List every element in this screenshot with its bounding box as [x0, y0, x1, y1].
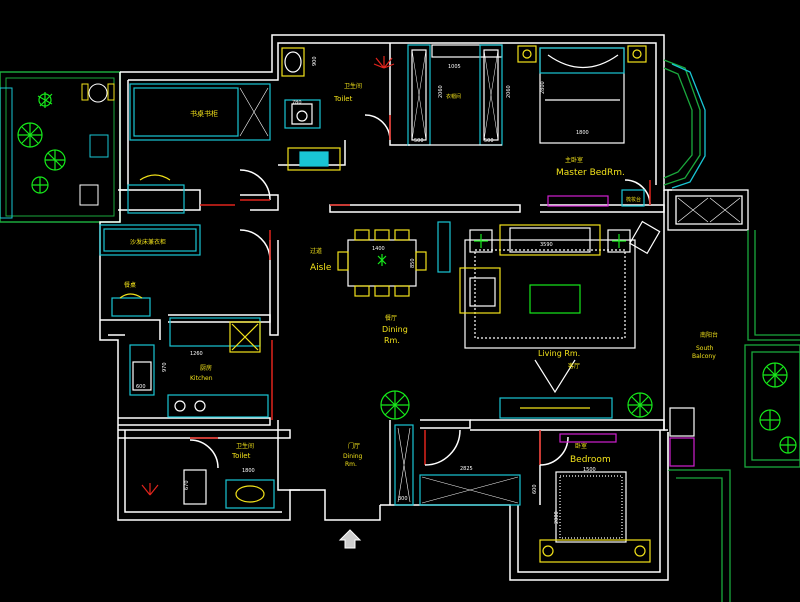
study-annotation: 书桌书柜 — [190, 109, 218, 118]
dim-850: 850 — [410, 258, 416, 268]
toilet-bottom-cn-label: 卫生间 — [236, 442, 254, 450]
dimension-labels: 900 780 1005 2060 2060 500 500 2800 1800… — [136, 56, 596, 524]
room-labels: 卫生间 Toilet 主卧室 Master BedRm. 过道 Aisle 餐厅… — [190, 82, 718, 468]
dining-label: Dining Rm. — [382, 325, 410, 345]
bedroom-cn-label: 卧室 — [575, 442, 587, 450]
left-plants — [17, 92, 66, 194]
master-bedroom-cn-label: 主卧室 — [565, 156, 583, 164]
dim-300: 300 — [398, 496, 408, 502]
entrance-arrow-icon[interactable] — [338, 529, 362, 549]
dim-600b: 600 — [532, 484, 538, 494]
dim-600: 600 — [136, 384, 146, 390]
dim-1500: 1500 — [583, 467, 596, 473]
living-room — [459, 220, 661, 419]
dining-label-line1: Dining — [382, 325, 408, 334]
wardrobe-annotation: 衣帽间 — [446, 93, 461, 100]
dim-500b: 500 — [484, 138, 494, 144]
south-balcony-label-line2: Balcony — [692, 353, 716, 360]
south-balcony-plants — [759, 362, 797, 454]
sofa-bed-annotation: 沙发床兼衣柜 — [130, 238, 166, 246]
dining-label-line2: Rm. — [384, 336, 400, 345]
dim-1800-top: 1800 — [576, 130, 589, 136]
balcony-table — [79, 83, 115, 206]
south-balcony — [667, 189, 800, 602]
south-balcony-cn-label: 南阳台 — [700, 331, 718, 339]
dining-lower-label-line1: Dining — [343, 453, 363, 460]
master-bedroom-label: Master BedRm. — [556, 168, 625, 178]
toilet-top-fixtures — [281, 47, 395, 171]
kitchen — [129, 317, 269, 418]
dim-2000: 2000 — [554, 511, 560, 524]
annotation-labels: 书桌书柜 沙发床兼衣柜 衣帽间 梳妆台 餐桌 — [124, 93, 641, 289]
center-plants — [380, 390, 695, 467]
dim-3590: 3590 — [540, 242, 553, 248]
toilet-bottom-fixtures — [141, 469, 275, 509]
dim-2060b: 2060 — [506, 85, 512, 98]
toilet-bottom-label: Toilet — [231, 452, 251, 460]
kitchen-cn-label: 厨房 — [200, 364, 212, 372]
dining-lower-label: Dining Rm. — [343, 453, 364, 468]
bedroom-label: Bedroom — [570, 455, 611, 465]
dining-lower-cn-label: 门厅 — [348, 442, 360, 450]
bay-window — [663, 59, 706, 189]
toilet-top-label: Toilet — [333, 95, 353, 103]
dim-2800: 2800 — [540, 81, 546, 94]
aisle-label: Aisle — [310, 263, 332, 273]
dining-table — [337, 221, 451, 297]
dressing-annotation: 梳妆台 — [626, 196, 641, 203]
south-balcony-label-line1: South — [696, 345, 714, 352]
toilet-top-cn-label: 卫生间 — [344, 82, 362, 90]
dim-1005: 1005 — [448, 64, 461, 70]
aisle-cn-label: 过道 — [310, 247, 322, 255]
kitchen-label: Kitchen — [190, 375, 213, 382]
dim-670: 670 — [184, 480, 190, 490]
master-bed — [517, 45, 647, 207]
wardrobe — [407, 44, 503, 146]
study — [99, 83, 271, 317]
dim-2060a: 2060 — [438, 85, 444, 98]
dim-1260: 1260 — [190, 351, 203, 357]
dim-500a: 500 — [414, 138, 424, 144]
bedroom-bed — [539, 433, 651, 563]
table-annotation: 餐桌 — [124, 281, 136, 289]
dim-900: 900 — [312, 56, 318, 66]
dim-1400: 1400 — [372, 246, 385, 252]
dim-970: 970 — [162, 362, 168, 372]
living-cn-label: 客厅 — [568, 362, 580, 370]
dining-cn-label: 餐厅 — [385, 314, 397, 322]
dining-lower-label-line2: Rm. — [345, 461, 357, 468]
doors — [189, 114, 651, 469]
bottom-cabinets — [394, 424, 521, 506]
dim-2825: 2825 — [460, 466, 473, 472]
south-balcony-label: South Balcony — [692, 345, 716, 360]
living-label: Living Rm. — [538, 349, 580, 358]
dim-780: 780 — [292, 100, 302, 106]
dim-1800-bottom: 1800 — [242, 468, 255, 474]
